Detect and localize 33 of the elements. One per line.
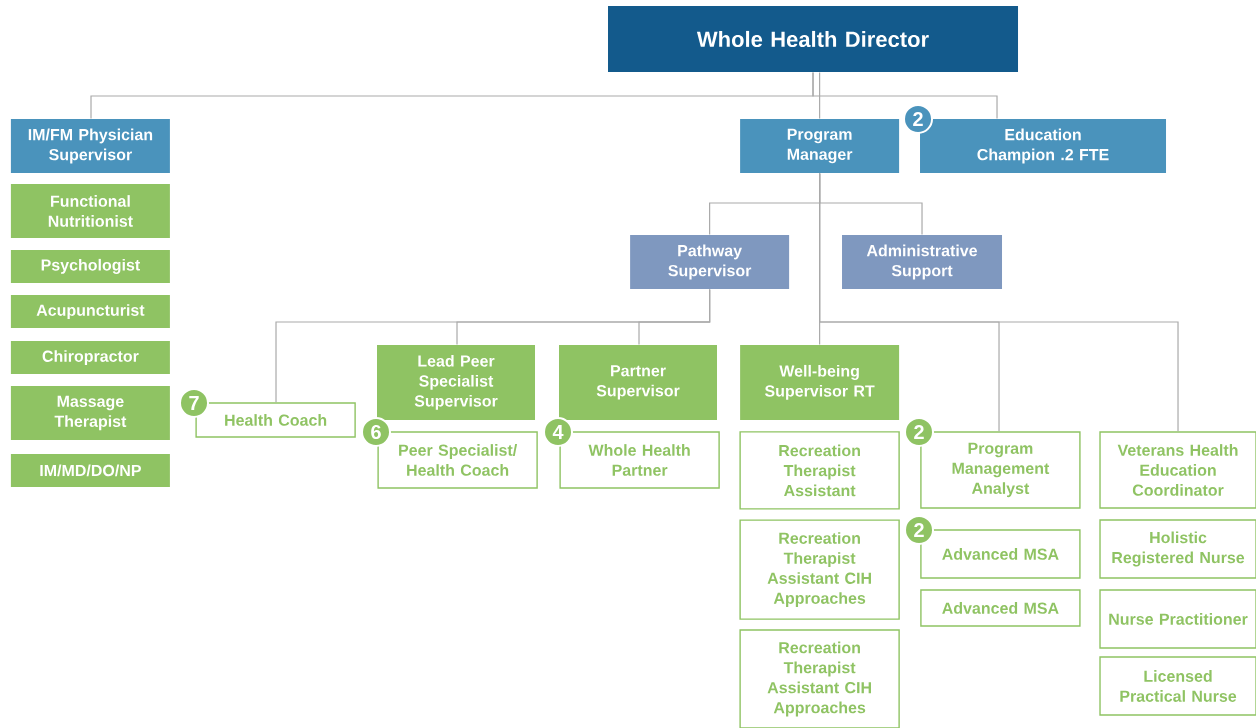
count-badge: 2 [903, 104, 933, 134]
role-box: Advanced MSA [920, 589, 1081, 627]
count-badge: 2 [904, 417, 934, 447]
role-box: Administrative Support [842, 235, 1002, 289]
role-box: Licensed Practical Nurse [1099, 656, 1256, 716]
role-box: IM/FM Physician Supervisor [10, 119, 170, 173]
role-box: Well-being Supervisor RT [740, 344, 900, 420]
role-box: Functional Nutritionist [10, 184, 170, 238]
role-box: Partner Supervisor [559, 344, 717, 420]
role-box: IM/MD/DO/NP [10, 453, 170, 487]
role-box: Veterans Health Education Coordinator [1099, 431, 1256, 509]
role-box: Recreation Therapist Assistant CIH Approaches [739, 629, 900, 728]
role-box: Pathway Supervisor [630, 235, 790, 289]
role-box: Nurse Practitioner [1099, 589, 1256, 649]
role-box: Holistic Registered Nurse [1099, 519, 1256, 579]
connector-line [819, 172, 1179, 432]
count-badge: 7 [179, 388, 209, 418]
role-box: Psychologist [10, 249, 170, 283]
role-box: Massage Therapist [10, 386, 170, 440]
title-box: Whole Health Director [608, 6, 1018, 72]
role-box: Recreation Therapist Assistant CIH Approaches [739, 519, 900, 620]
count-badge: 2 [904, 515, 934, 545]
role-box: Chiropractor [10, 341, 170, 375]
role-box: Lead Peer Specialist Supervisor [377, 344, 535, 420]
connector-line [812, 71, 998, 120]
connector-line [638, 288, 711, 346]
count-badge: 6 [361, 417, 391, 447]
role-box: Health Coach [195, 402, 356, 438]
role-box: Recreation Therapist Assistant [739, 431, 900, 510]
connector-line [819, 71, 821, 120]
count-badge: 4 [543, 417, 573, 447]
role-box: Acupuncturist [10, 295, 170, 329]
role-box: Program Manager [740, 119, 900, 173]
